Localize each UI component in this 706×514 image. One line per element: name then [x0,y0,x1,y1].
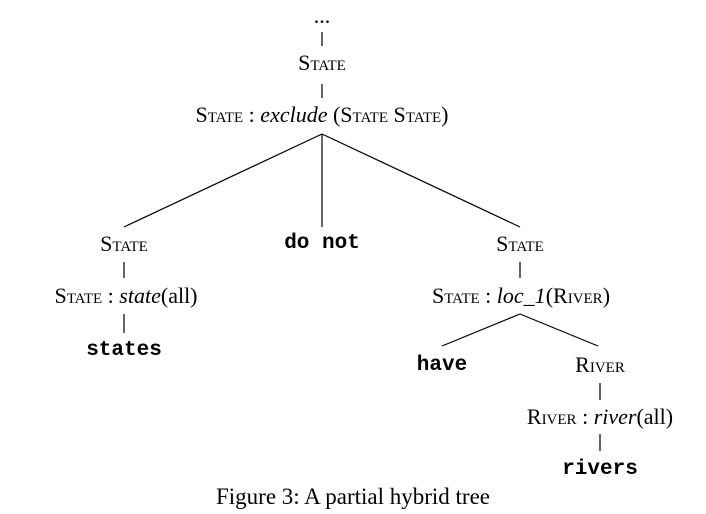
production-function: loc_1 [496,283,546,308]
left-production-node: State : state(all) [54,285,197,307]
production-lhs: State [54,283,103,308]
production-args: (State State) [332,102,449,127]
word-do-not: do not [284,232,360,255]
production-lhs: State [195,102,244,127]
production-function: exclude [260,102,328,127]
edge-root-left [123,133,323,228]
production-colon: : [248,102,255,127]
figure-caption: Figure 3: A partial hybrid tree [215,484,491,509]
production-function: river [593,404,637,429]
edge-loc-have [441,313,521,347]
production-args: (River) [545,283,611,308]
root-ellipsis: ... [313,3,331,28]
left-state-node: State [100,231,148,256]
production-lhs: River [526,404,577,429]
production-function: state [119,283,161,308]
word-states: states [86,339,162,362]
right-production-node: State : loc_1(River) [432,285,610,307]
root-state-node: State [298,50,346,75]
right-state-node: State [496,231,544,256]
word-rivers: rivers [562,458,638,481]
river-state-node: River [575,352,625,377]
production-colon: : [485,283,492,308]
word-have: have [416,354,468,377]
production-lhs: State [431,283,480,308]
production-colon: : [582,404,589,429]
edge-loc-river [519,313,599,347]
river-production-node: River : river(all) [527,406,673,428]
production-colon: : [107,283,114,308]
edge-root-right [321,133,521,228]
production-args: (all) [636,404,674,429]
root-production-node: State : exclude (State State) [195,104,448,126]
production-args: (all) [160,283,198,308]
